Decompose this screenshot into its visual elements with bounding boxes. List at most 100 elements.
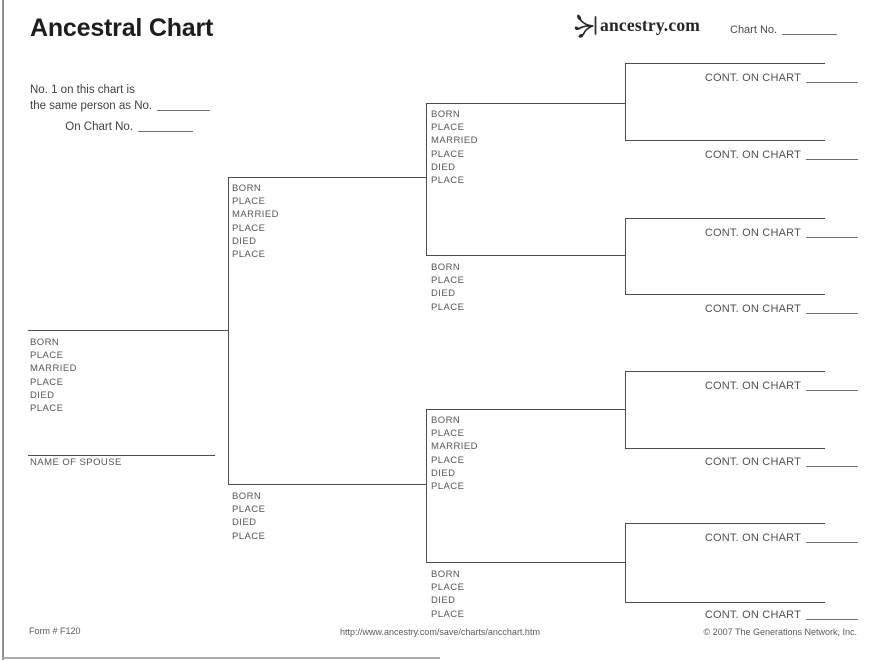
field-label: DIED xyxy=(30,389,55,401)
brand-name: ancestry.com xyxy=(600,15,701,35)
cont-on-chart-3: CONT. ON CHART xyxy=(705,227,858,239)
cont-on-chart-7: CONT. ON CHART xyxy=(705,532,858,544)
connector-line-ancestor-4 xyxy=(625,294,825,295)
person-1-field-labels: BORN PLACE MARRIED PLACE DIED PLACE xyxy=(30,336,77,415)
footer-url: http://www.ancestry.com/save/charts/ancc… xyxy=(340,627,540,637)
footer-copyright: © 2007 The Generations Network, Inc. xyxy=(703,627,857,637)
cont-blank-line xyxy=(806,456,858,467)
on-chart-blank-line xyxy=(138,121,193,132)
cont-blank-line xyxy=(806,609,858,620)
field-label: PLACE xyxy=(431,454,465,466)
cont-on-chart-text: CONT. ON CHART xyxy=(704,227,801,239)
cont-blank-line xyxy=(806,149,858,160)
connector-bracket-ancestors-3 xyxy=(625,371,626,449)
connector-bracket-ancestors-4 xyxy=(625,523,626,603)
cont-on-chart-1: CONT. ON CHART xyxy=(705,72,858,84)
field-label: PLACE xyxy=(431,301,465,313)
cont-blank-line xyxy=(806,380,858,391)
page-edge-bottom xyxy=(2,657,440,659)
paternal-grandfather-field-labels: BORN PLACE MARRIED PLACE DIED PLACE xyxy=(431,108,478,187)
field-label: PLACE xyxy=(232,196,266,208)
cont-on-chart-6: CONT. ON CHART xyxy=(705,456,858,468)
connector-line-ancestor-3 xyxy=(625,218,825,219)
connector-line-paternal-grandfather xyxy=(426,103,626,104)
field-label: PLACE xyxy=(431,481,465,493)
father-field-labels: BORN PLACE MARRIED PLACE DIED PLACE xyxy=(232,182,279,261)
field-label: PLACE xyxy=(232,504,266,516)
field-label: BORN xyxy=(431,109,461,120)
field-label: BORN xyxy=(30,337,60,348)
field-label: DIED xyxy=(431,595,456,607)
connector-line-ancestor-7 xyxy=(625,523,825,524)
cont-blank-line xyxy=(806,532,858,543)
connector-line-spouse xyxy=(28,455,215,456)
field-label: MARRIED xyxy=(431,135,478,147)
connector-line-ancestor-6 xyxy=(625,448,825,449)
brand-logo: ancestry.com xyxy=(574,12,700,39)
cont-on-chart-8: CONT. ON CHART xyxy=(705,609,858,621)
chart-no-blank-line xyxy=(782,24,838,35)
cont-on-chart-text: CONT. ON CHART xyxy=(704,456,801,468)
connector-line-ancestor-1 xyxy=(625,63,825,64)
cont-on-chart-4: CONT. ON CHART xyxy=(705,303,858,315)
connector-line-paternal-grandmother xyxy=(426,255,626,256)
instruction-line-1: No. 1 on this chart is xyxy=(30,84,135,96)
instructions: No. 1 on this chart is the same person a… xyxy=(30,82,211,114)
field-label: BORN xyxy=(232,491,262,502)
field-label: MARRIED xyxy=(30,363,77,375)
field-label: BORN xyxy=(431,569,461,580)
field-label: DIED xyxy=(431,161,456,173)
connector-line-ancestor-5 xyxy=(625,371,825,372)
field-label: PLACE xyxy=(431,148,465,160)
connector-line-ancestor-2 xyxy=(625,140,825,141)
connector-line-father xyxy=(228,177,426,178)
field-label: PLACE xyxy=(431,275,465,287)
ancestry-leaf-icon xyxy=(574,14,597,38)
field-label: BORN xyxy=(431,262,461,273)
field-label: PLACE xyxy=(30,350,64,362)
maternal-grandfather-field-labels: BORN PLACE MARRIED PLACE DIED PLACE xyxy=(431,414,478,493)
maternal-grandmother-field-labels: BORN PLACE DIED PLACE xyxy=(431,568,464,621)
field-label: PLACE xyxy=(30,403,64,415)
field-label: PLACE xyxy=(431,175,465,187)
field-label: DIED xyxy=(232,235,257,247)
field-label: MARRIED xyxy=(232,209,279,221)
cont-blank-line xyxy=(806,303,858,314)
connector-bracket-paternal-grandparents xyxy=(426,103,427,256)
cont-on-chart-5: CONT. ON CHART xyxy=(705,380,858,392)
same-person-blank-line xyxy=(157,100,211,111)
cont-on-chart-text: CONT. ON CHART xyxy=(704,303,801,315)
field-label: MARRIED xyxy=(431,441,478,453)
page-title: Ancestral Chart xyxy=(30,14,214,42)
page-edge-left xyxy=(2,0,4,660)
connector-bracket-ancestors-1 xyxy=(625,63,626,141)
field-label: PLACE xyxy=(431,428,465,440)
field-label: DIED xyxy=(232,517,257,529)
on-chart-field: On Chart No. xyxy=(30,121,193,133)
cont-blank-line xyxy=(806,227,858,238)
field-label: PLACE xyxy=(232,249,266,261)
cont-on-chart-text: CONT. ON CHART xyxy=(704,149,801,161)
cont-on-chart-text: CONT. ON CHART xyxy=(704,532,801,544)
mother-field-labels: BORN PLACE DIED PLACE xyxy=(232,490,265,543)
connector-line-mother xyxy=(228,484,426,485)
field-label: PLACE xyxy=(232,530,266,542)
field-label: BORN xyxy=(431,415,461,426)
cont-on-chart-text: CONT. ON CHART xyxy=(704,72,801,84)
cont-on-chart-2: CONT. ON CHART xyxy=(705,149,858,161)
connector-bracket-ancestors-2 xyxy=(625,218,626,295)
field-label: PLACE xyxy=(431,608,465,620)
connector-line-maternal-grandfather xyxy=(426,409,626,410)
chart-no-label: Chart No. xyxy=(730,24,778,36)
field-label: PLACE xyxy=(30,376,64,388)
field-label: PLACE xyxy=(431,582,465,594)
connector-bracket-parents xyxy=(228,177,229,485)
field-label: DIED xyxy=(431,467,456,479)
cont-on-chart-text: CONT. ON CHART xyxy=(704,609,801,621)
connector-line-person xyxy=(28,330,228,331)
form-number: Form # F120 xyxy=(29,626,81,636)
connector-line-ancestor-8 xyxy=(625,602,825,603)
paternal-grandmother-field-labels: BORN PLACE DIED PLACE xyxy=(431,261,464,314)
cont-blank-line xyxy=(806,72,858,83)
